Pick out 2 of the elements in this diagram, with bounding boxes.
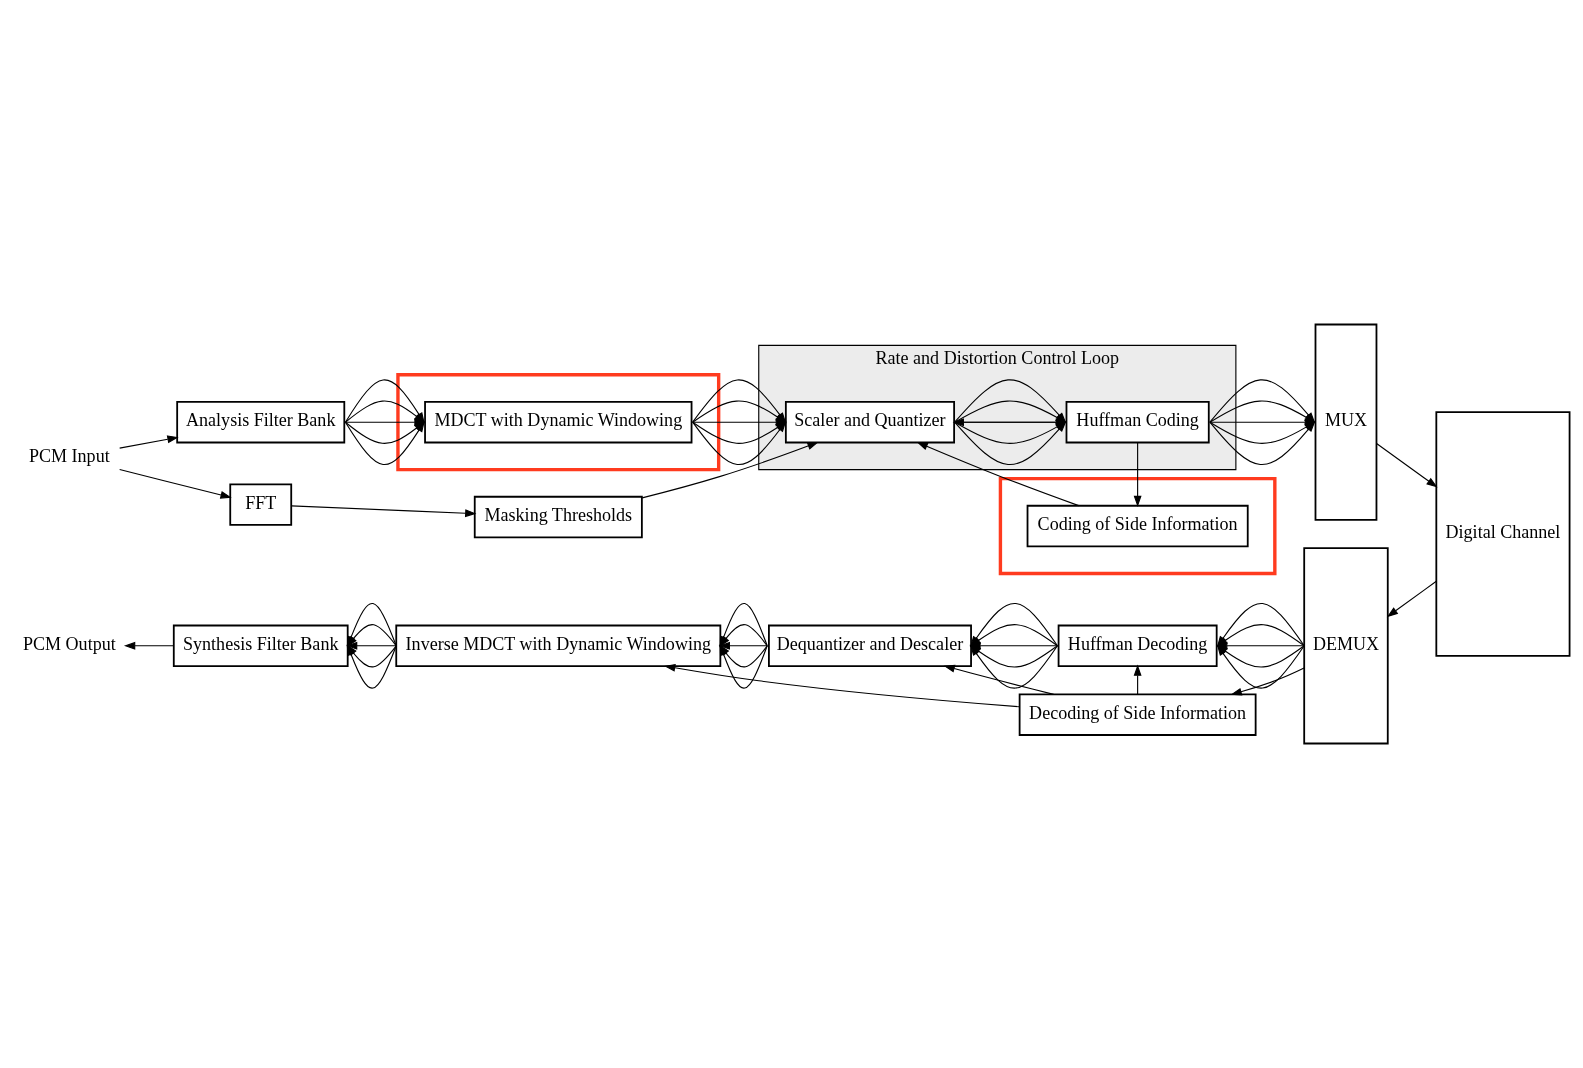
node-text: PCM Output: [22, 634, 116, 655]
node-text: PCM Input: [28, 445, 110, 466]
